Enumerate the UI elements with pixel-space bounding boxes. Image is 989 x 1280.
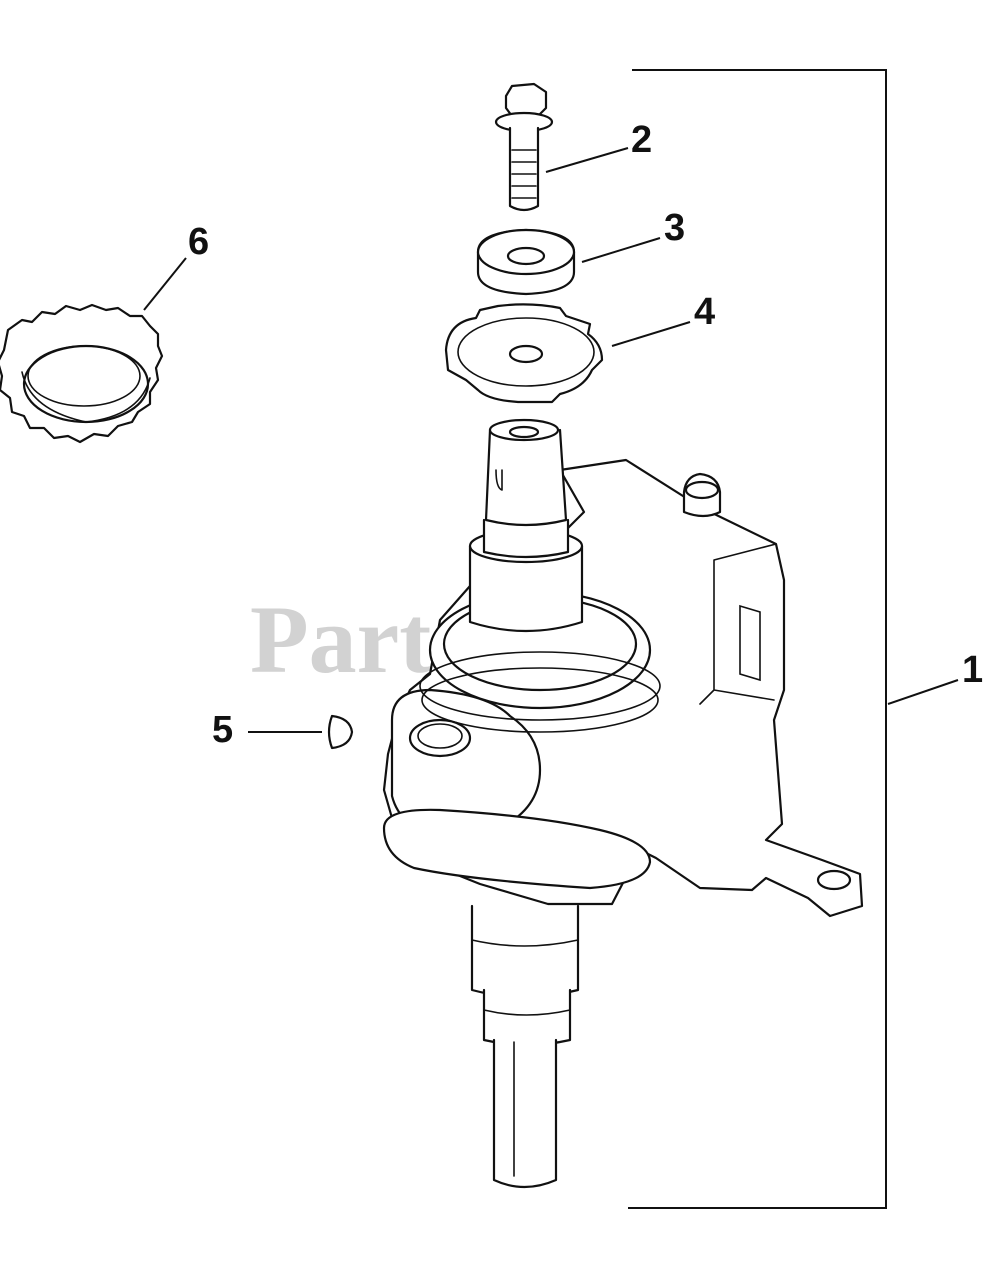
callout-2: 2 — [631, 119, 652, 161]
callout-5: 5 — [212, 709, 233, 751]
ring-gear-part[interactable] — [0, 303, 164, 444]
crankshaft-assembly-part[interactable] — [382, 418, 864, 1189]
lock-plate-part[interactable] — [444, 303, 604, 404]
callout-6: 6 — [188, 221, 209, 263]
leader-1 — [887, 679, 959, 705]
washer-part[interactable] — [476, 228, 576, 296]
leader-lines — [143, 147, 959, 733]
woodruff-key-part[interactable] — [327, 714, 354, 750]
callout-labels: 1 2 3 4 5 6 — [188, 119, 983, 751]
leader-3 — [581, 237, 661, 263]
callout-1: 1 — [962, 649, 983, 691]
callout-3: 3 — [664, 207, 685, 249]
leader-6 — [143, 257, 187, 311]
callout-4: 4 — [694, 291, 715, 333]
assembly-bracket — [628, 69, 887, 1209]
leader-4 — [611, 321, 691, 347]
flange-bolt-part[interactable] — [494, 82, 554, 212]
leader-2 — [545, 147, 629, 173]
